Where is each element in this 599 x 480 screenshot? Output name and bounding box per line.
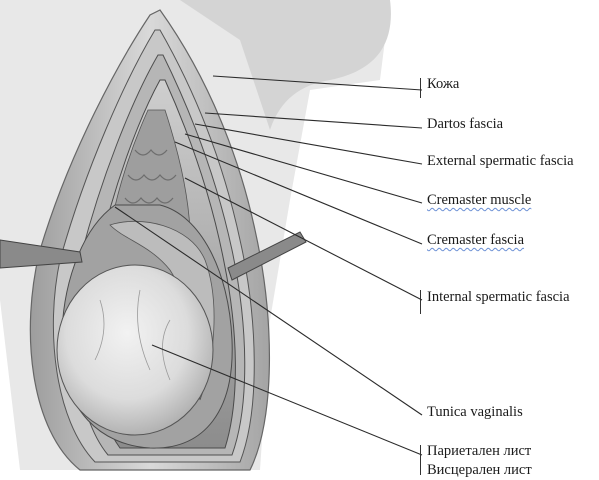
- label-tunica-vaginalis: Tunica vaginalis: [427, 404, 523, 421]
- label-visceral-layer: Висцерален лист: [427, 462, 532, 479]
- label-cremaster-muscle: Cremaster muscle: [427, 192, 531, 209]
- label-dartos-fascia: Dartos fascia: [427, 116, 503, 133]
- label-koja: Кожа: [427, 76, 459, 93]
- testis: [57, 265, 213, 435]
- label-internal-spermatic-fascia: Internal spermatic fascia: [427, 289, 570, 306]
- label-bracket-3: [420, 445, 421, 475]
- label-parietal-layer: Париетален лист: [427, 443, 531, 460]
- label-external-spermatic-fascia: External spermatic fascia: [427, 153, 574, 170]
- label-cremaster-fascia: Cremaster fascia: [427, 232, 524, 249]
- label-bracket-1: [420, 78, 421, 98]
- label-bracket-2: [420, 290, 421, 314]
